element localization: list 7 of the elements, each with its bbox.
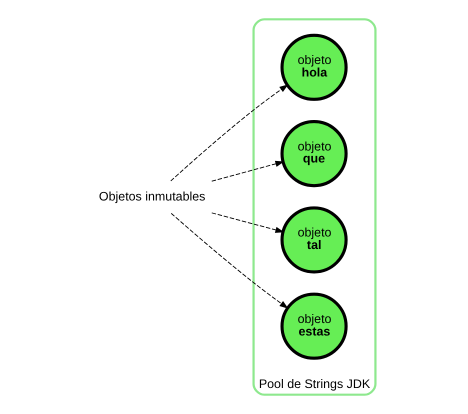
arrow	[170, 84, 288, 182]
arrow	[211, 212, 284, 233]
node-circle: objeto tal	[280, 206, 348, 274]
arrow	[211, 160, 284, 182]
node-circle: objeto que	[280, 120, 348, 188]
arrow	[170, 212, 288, 309]
node-text: Objetos inmutables	[98, 190, 206, 204]
